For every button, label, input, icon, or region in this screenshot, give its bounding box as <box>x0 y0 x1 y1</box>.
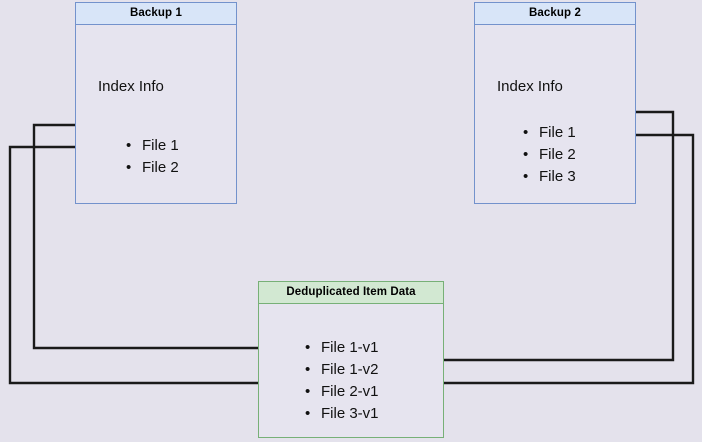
list-item[interactable]: File 1 <box>523 122 576 144</box>
backup1-box[interactable]: Backup 1 Index Info File 1 File 2 <box>75 2 237 204</box>
dedup-box[interactable]: Deduplicated Item Data File 1-v1 File 1-… <box>258 281 444 438</box>
backup2-box[interactable]: Backup 2 Index Info File 1 File 2 File 3 <box>474 2 636 204</box>
backup1-file-list: File 1 File 2 <box>126 135 179 179</box>
list-item[interactable]: File 1-v2 <box>305 359 379 381</box>
dedup-file-list: File 1-v1 File 1-v2 File 2-v1 File 3-v1 <box>305 337 379 425</box>
backup2-header: Backup 2 <box>475 3 635 25</box>
backup2-index-label: Index Info <box>497 78 563 95</box>
list-item[interactable]: File 1 <box>126 135 179 157</box>
list-item[interactable]: File 2-v1 <box>305 381 379 403</box>
list-item[interactable]: File 3-v1 <box>305 403 379 425</box>
list-item[interactable]: File 2 <box>126 157 179 179</box>
backup1-index-label: Index Info <box>98 78 164 95</box>
dedup-body: File 1-v1 File 1-v2 File 2-v1 File 3-v1 <box>259 304 443 437</box>
backup2-body: Index Info File 1 File 2 File 3 <box>475 25 635 203</box>
backup2-file-list: File 1 File 2 File 3 <box>523 122 576 188</box>
backup1-header: Backup 1 <box>76 3 236 25</box>
list-item[interactable]: File 1-v1 <box>305 337 379 359</box>
list-item[interactable]: File 2 <box>523 144 576 166</box>
list-item[interactable]: File 3 <box>523 166 576 188</box>
backup1-body: Index Info File 1 File 2 <box>76 25 236 203</box>
dedup-header: Deduplicated Item Data <box>259 282 443 304</box>
